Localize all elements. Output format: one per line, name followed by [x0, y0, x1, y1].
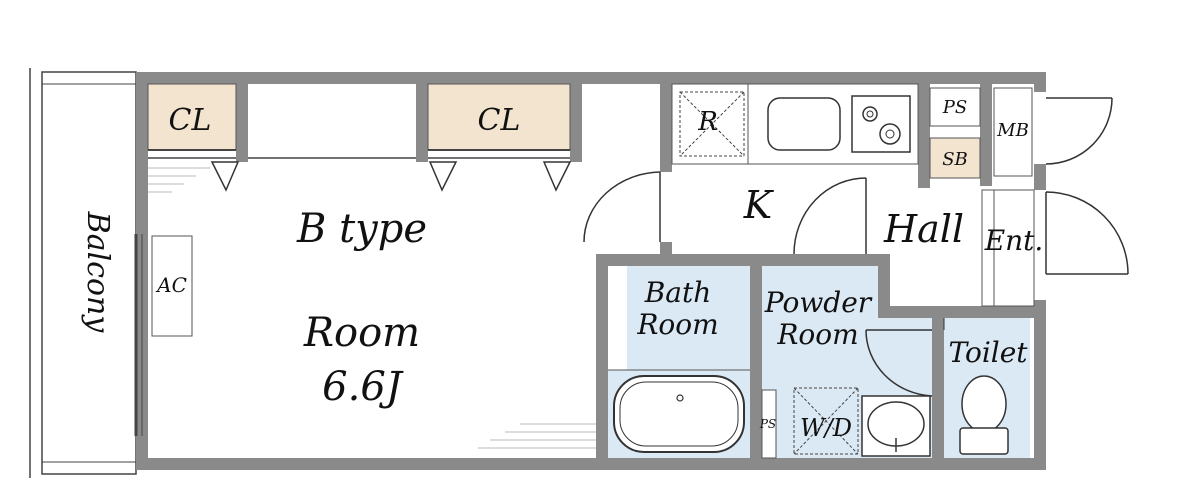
entrance: Ent.: [981, 189, 1129, 307]
pipe-space-top: PS: [929, 87, 981, 127]
room-label: Room: [303, 310, 420, 356]
washer-dryer: W/D: [793, 387, 859, 455]
kitchen-door: [583, 171, 661, 243]
sink: [767, 97, 841, 151]
powder-room-label-line1: Powder: [764, 286, 873, 319]
wash-basin: [861, 395, 931, 457]
powder-room-label-line2: Room: [776, 318, 858, 351]
walls: [136, 72, 1046, 470]
refrigerator-label: R: [697, 107, 718, 137]
bathtub: [608, 369, 750, 453]
hall-door: [793, 177, 867, 255]
meter-box-label: MB: [996, 120, 1029, 141]
bath-room-label-line2: Room: [636, 308, 718, 341]
balcony: Balcony: [29, 68, 137, 478]
pipe-space-top-label: PS: [942, 97, 967, 118]
balcony-label: Balcony: [80, 211, 115, 334]
closet-left-label: CL: [169, 103, 212, 138]
kitchen-label: K: [743, 183, 775, 227]
balcony-window: [134, 234, 143, 436]
entrance-label: Ent.: [984, 224, 1044, 257]
floor-hatch: [148, 167, 596, 449]
meter-box-door: [1045, 97, 1113, 165]
type-label: B type: [296, 206, 427, 252]
bath-room-floor: [627, 266, 750, 370]
air-conditioner: AC: [151, 235, 193, 337]
washer-dryer-label: W/D: [800, 414, 852, 442]
ac-label: AC: [155, 273, 187, 297]
pipe-space-bath-label: PS: [759, 417, 776, 431]
closet-right: CL: [427, 83, 572, 192]
refrigerator: R: [679, 91, 745, 157]
meter-box: MB: [993, 87, 1033, 177]
stove: [851, 95, 911, 153]
shoe-box-label: SB: [942, 149, 968, 170]
bath-room-label-line1: Bath: [644, 276, 712, 309]
shoe-box: SB: [929, 137, 981, 179]
pipe-space-bath: PS: [759, 389, 777, 459]
hall-label: Hall: [883, 207, 964, 251]
room-size-label: 6.6J: [322, 364, 404, 410]
toilet-door: [865, 329, 933, 397]
closet-right-label: CL: [478, 103, 521, 138]
toilet-fixture: [959, 375, 1009, 455]
closet-left: CL: [147, 83, 240, 192]
toilet-label: Toilet: [948, 336, 1028, 369]
